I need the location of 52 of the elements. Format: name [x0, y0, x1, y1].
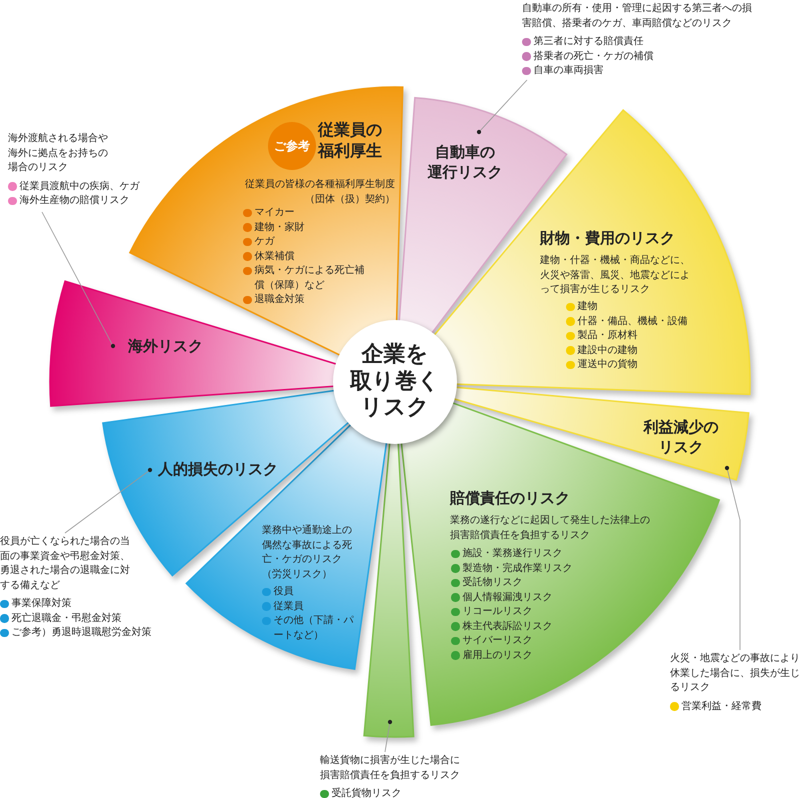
bullet-item: 自車の車両損害	[522, 64, 604, 78]
bullet-item: 雇用上のリスク	[451, 648, 532, 663]
bullet-item: 死亡退職金・弔慰金対策	[0, 612, 122, 626]
bullet-item: 事業保障対策	[0, 597, 72, 612]
bullet-item: 建物	[566, 300, 598, 314]
bullet-item: 従業員	[262, 600, 304, 614]
bullet-item: 個人情報漏洩リスク	[451, 590, 552, 605]
bullet-item: 休業補償	[243, 250, 294, 264]
sector-title: 利益減少のリスク	[642, 418, 720, 457]
description-text: 役員が亡くなられた場合の当面の事業資金や弔慰金対策、勇退された場合の退職金に対する備えなど	[0, 535, 131, 592]
bullet-item: 搭乗者の死亡・ケガの補償	[522, 50, 654, 64]
bullet-item: 建設中の建物	[566, 344, 638, 358]
description-text: 建物・什器・機械・商品などに、火災や落雷、風災、地震などによって損害が生じるリスク	[540, 254, 691, 297]
bullet-item: 従業員渡航中の疾病、ケガ	[8, 180, 140, 194]
bullet-item: その他（下請・パートなど）	[262, 614, 362, 643]
bullet-item: 建物・家財	[243, 220, 304, 235]
description-text: 業務の遂行などに起因して発生した法律上の損害賠償責任を負担するリスク	[450, 514, 651, 542]
sector-title: 自動車の運行リスク	[426, 143, 504, 182]
description-text: 従業員の皆様の各種福利厚生制度（団体（扱）契約）	[244, 178, 395, 206]
bullet-item: 受託貨物リスク	[320, 787, 402, 798]
bullet-item: 退職金対策	[243, 293, 304, 308]
bullet-item: 営業利益・経常費	[670, 700, 762, 714]
description-text: 自動車の所有・使用・管理に起因する第三者への損害賠償、搭乗者のケガ、車両賠償などのリスク	[522, 2, 753, 30]
bullet-item: 病気・ケガによる死亡補償（保障）など	[243, 264, 368, 293]
sector-title: 人的損失のリスク	[158, 460, 279, 480]
sector-title: 海外リスク	[128, 337, 204, 356]
bullet-item: リコールリスク	[451, 605, 532, 620]
bullet-item: マイカー	[243, 206, 294, 220]
bullet-item: 株主代表訴訟リスク	[451, 620, 552, 634]
bullet-item: 運送中の貨物	[566, 358, 638, 372]
leader-line	[64, 468, 152, 534]
description-text: 輸送貨物に損害が生じた場合に損害賠償責任を負担するリスク	[320, 754, 461, 782]
bullet-item: 施設・業務遂行リスク	[451, 547, 562, 562]
bullet-item: 海外生産物の賠償リスク	[8, 194, 130, 208]
bullet-item: 第三者に対する賠償責任	[522, 35, 644, 50]
bullet-item: 製造物・完成作業リスク	[451, 562, 572, 576]
bullet-item: ご参考）勇退時退職慰労金対策	[0, 626, 152, 640]
description-text: 海外渡航される場合や海外に拠点をお持ちの場合のリスク	[8, 132, 109, 175]
bullet-item: 受託物リスク	[451, 576, 522, 590]
bullet-item: 役員	[262, 585, 294, 600]
sector-title: 財物・費用のリスク	[540, 229, 676, 248]
bullet-item: サイバーリスク	[451, 634, 532, 648]
description-text: 業務中や通勤途上の偶然な事故による死亡・ケガのリスク（労災リスク）	[262, 524, 353, 582]
bullet-item: 什器・備品、機械・設備	[566, 314, 688, 329]
bullet-item: ケガ	[243, 235, 274, 250]
sector-title: 賠償責任のリスク	[450, 489, 571, 508]
bullet-item: 製品・原材料	[566, 329, 638, 344]
sector-title: 従業員の福利厚生	[318, 120, 383, 162]
leader-line	[42, 212, 116, 348]
leader-line	[724, 466, 740, 650]
description-text: 火災・地震などの事故により休業した場合に、損失が生じるリスク	[670, 652, 801, 695]
leader-line	[476, 80, 528, 134]
